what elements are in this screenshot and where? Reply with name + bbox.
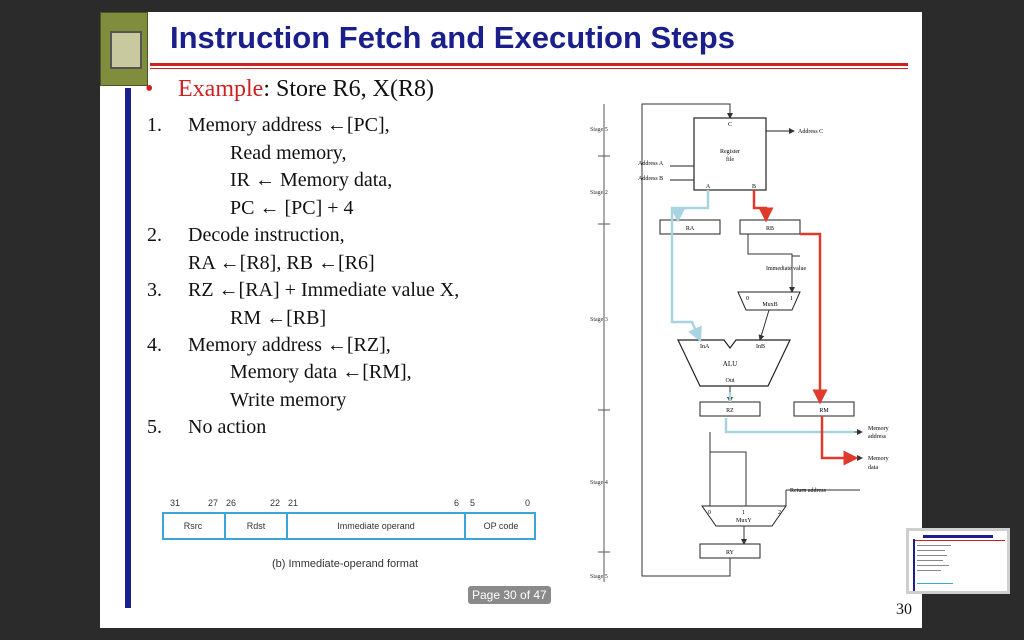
port-b-label: B [752, 184, 756, 190]
memory-data-label: data [868, 465, 878, 471]
datapath-diagram: Stage 5 Stage 2 Stage 3 Stage 4 Stage 5 … [590, 103, 889, 582]
bit-number: 21 [288, 498, 299, 508]
step-number: 1. [147, 114, 162, 136]
rz-path-highlight [724, 418, 854, 434]
step-line: RM ←[RB] [230, 307, 327, 329]
slide-number: 30 [896, 601, 912, 618]
register-ra [659, 219, 721, 235]
step-line: PC ← [PC] + 4 [230, 197, 354, 219]
rz-label: RZ [726, 408, 734, 414]
field-rdst: Rdst [224, 512, 286, 540]
slide-title: Instruction Fetch and Execution Steps [170, 20, 735, 55]
bit-number: 27 [208, 498, 219, 508]
stage-label: Stage 5 [590, 574, 608, 580]
register-file-label: file [726, 156, 734, 163]
bit-number: 26 [226, 498, 237, 508]
step-line: Read memory, [230, 142, 347, 164]
processor-chip-logo [100, 12, 148, 86]
step-number: 4. [147, 334, 162, 356]
muxb-input-1: 1 [790, 296, 793, 302]
muxb-label: MuxB [762, 302, 777, 308]
format-box [162, 512, 536, 540]
memory-address-label: address [868, 434, 887, 440]
bit-number: 22 [270, 498, 281, 508]
bit-number: 5 [470, 498, 476, 508]
port-c-label: C [728, 122, 732, 128]
bit-number: 6 [454, 498, 460, 508]
field-immediate-operand: Immediate operand [286, 512, 464, 540]
rm-path-highlight [800, 232, 828, 405]
step-line: Memory address ←[PC], [188, 114, 390, 136]
bullet-marker: • [145, 76, 154, 102]
step-line: Memory address ←[RZ], [188, 334, 391, 356]
muxy-input-0: 0 [708, 510, 711, 516]
step-line: Write memory [230, 389, 347, 411]
port-a-label: A [706, 184, 711, 190]
left-accent-bar [125, 88, 131, 608]
register-file [693, 117, 767, 191]
example-line: Example: Store R6, X(R8) [178, 76, 434, 103]
step-line: RZ ←[RA] + Immediate value X, [188, 279, 460, 301]
mux-b [737, 291, 801, 311]
step-number: 5. [147, 416, 162, 438]
field-rsrc: Rsrc [183, 521, 203, 531]
step-line: RA ←[R8], RB ←[R6] [188, 252, 375, 274]
slide-thumbnail[interactable] [906, 528, 1010, 594]
page-indicator[interactable]: Page 30 of 47 [468, 586, 551, 604]
step-number: 3. [147, 279, 162, 301]
alu-ina-label: InA [700, 344, 710, 350]
muxy-label: MuxY [736, 518, 752, 524]
stage-axis [598, 104, 610, 582]
field-op-code: OP code [464, 512, 536, 540]
immediate-value-label: Immediate value [766, 266, 806, 272]
muxy-input-1: 1 [742, 510, 745, 516]
memory-data-label: Memory [868, 456, 889, 462]
register-file-label: Register [720, 149, 740, 155]
step-line: No action [188, 416, 267, 438]
bit-number: 0 [525, 498, 531, 508]
step-number: 2. [147, 224, 162, 246]
muxb-input-0: 0 [746, 296, 749, 302]
step-line: Memory data ←[RM], [230, 361, 412, 383]
return-address-label: Return address [790, 488, 826, 494]
example-label: Example [178, 76, 264, 102]
format-caption: (b) Immediate-operand format [272, 558, 419, 570]
muxy-input-2: 2 [778, 510, 781, 516]
stage-label: Stage 3 [590, 317, 608, 323]
slide-canvas [100, 12, 922, 628]
rm-label: RM [819, 408, 829, 414]
rb-label: RB [766, 226, 774, 232]
ra-label: RA [686, 226, 695, 232]
rb-path-highlight [752, 190, 774, 223]
step-line: IR ← Memory data, [230, 169, 393, 191]
mux-y [701, 505, 787, 527]
example-text: : Store R6, X(R8) [263, 76, 434, 102]
address-b-label: Address B [638, 176, 663, 182]
bit-number: 31 [170, 498, 181, 508]
alu-out-label: Out [726, 378, 735, 384]
step-line: Decode instruction, [188, 224, 345, 246]
stage-label: Stage 2 [590, 190, 608, 196]
address-c-label: Address C [798, 129, 823, 135]
ra-path-highlight [670, 190, 710, 343]
alu-inb-label: InB [756, 344, 765, 350]
immediate-operand-format: 31 27 26 22 21 6 5 0 Rsrc Rdst Immediate… [160, 498, 540, 588]
stage-label: Stage 5 [590, 127, 608, 133]
address-a-label: Address A [638, 161, 664, 167]
title-divider [150, 63, 908, 66]
memory-address-label: Memory [868, 426, 889, 432]
title-divider-thin [150, 68, 908, 69]
alu-label: ALU [723, 360, 737, 368]
stage-label: Stage 4 [590, 480, 608, 486]
ry-label: RY [726, 550, 735, 556]
